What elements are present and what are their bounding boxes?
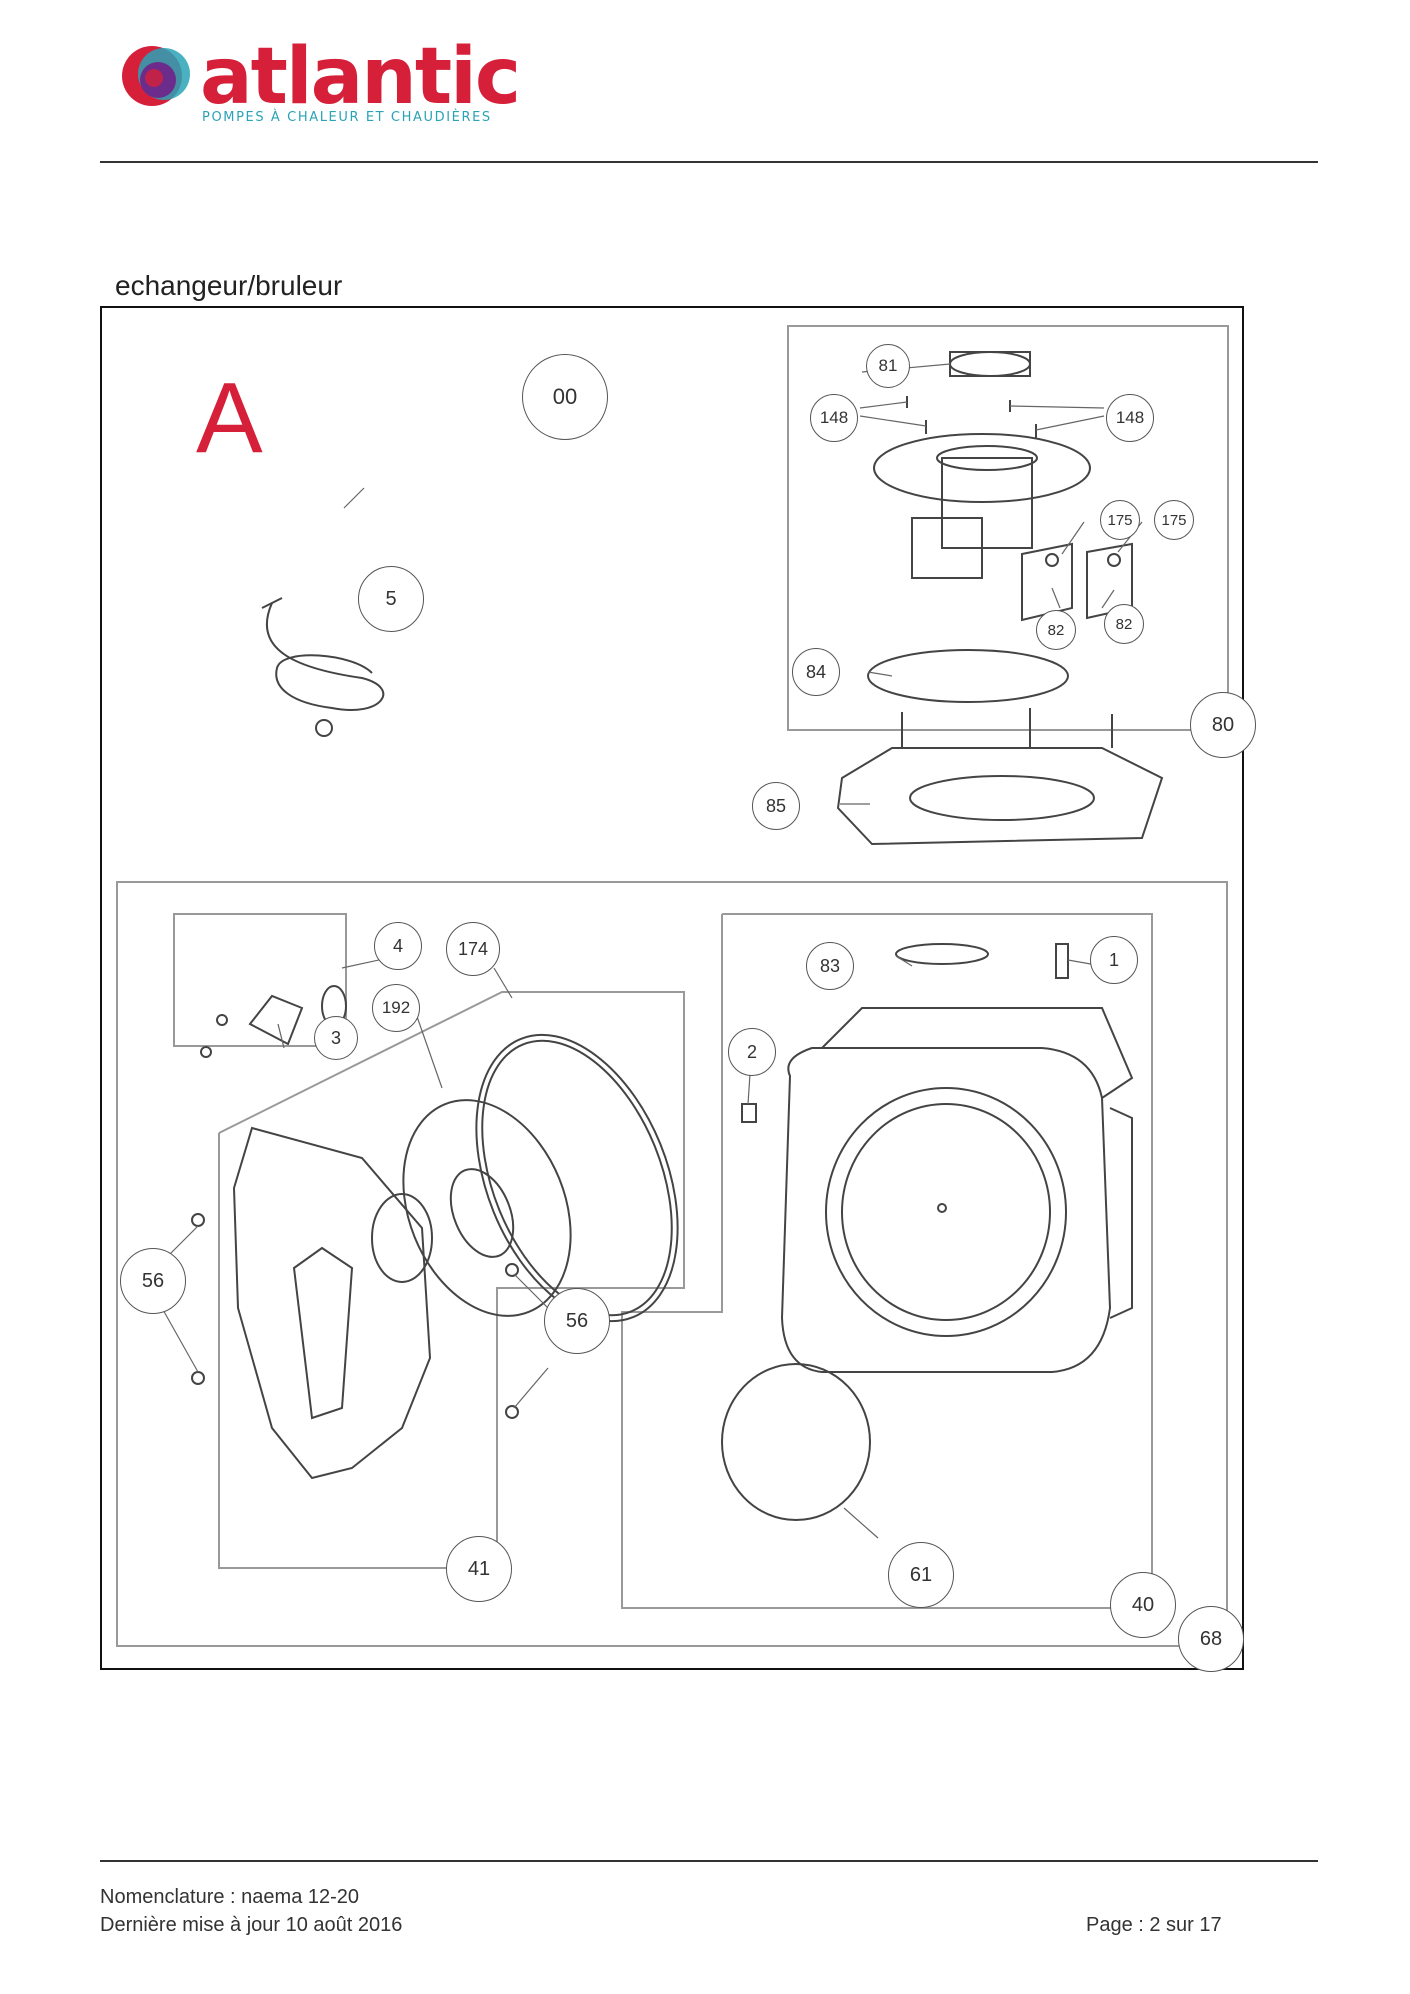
burner-door-subpanel bbox=[218, 991, 685, 1569]
callout-5: 5 bbox=[358, 566, 424, 632]
section-title: echangeur/bruleur bbox=[115, 270, 343, 301]
callout-174: 174 bbox=[446, 922, 500, 976]
exploded-diagram-frame: A 00 5 81 148 148 175 175 82 82 84 80 85… bbox=[100, 306, 1256, 1672]
callout-148-right: 148 bbox=[1106, 394, 1154, 442]
logo-emblem-icon bbox=[122, 46, 190, 106]
exchanger-subpanel bbox=[116, 881, 1228, 1647]
footer-nomenclature: Nomenclature : naema 12-20 bbox=[100, 1886, 360, 1908]
callout-4: 4 bbox=[374, 922, 422, 970]
exploded-parts-drawing bbox=[116, 325, 1229, 1647]
ignition-subpanel bbox=[173, 913, 347, 1047]
view-letter-a: A bbox=[196, 362, 263, 474]
callout-00: 00 bbox=[522, 354, 608, 440]
callout-2: 2 bbox=[728, 1028, 776, 1076]
logo-wordmark: atlantic bbox=[200, 32, 521, 122]
heat-exchanger-subpanel bbox=[621, 913, 1153, 1609]
callout-82-left: 82 bbox=[1036, 610, 1076, 650]
burner-subpanel bbox=[787, 325, 1229, 731]
footer-page-number: Page : 2 sur 17 bbox=[1086, 1914, 1222, 1936]
callout-82-right: 82 bbox=[1104, 604, 1144, 644]
footer-last-updated: Dernière mise à jour 10 août 2016 bbox=[100, 1914, 403, 1936]
callout-80: 80 bbox=[1190, 692, 1256, 758]
callout-85: 85 bbox=[752, 782, 800, 830]
callout-175-right: 175 bbox=[1154, 500, 1194, 540]
callout-192: 192 bbox=[372, 984, 420, 1032]
footer-rule bbox=[100, 1860, 1318, 1862]
callout-1: 1 bbox=[1090, 936, 1138, 984]
callout-148-left: 148 bbox=[810, 394, 858, 442]
callout-56-left: 56 bbox=[120, 1248, 186, 1314]
callout-68: 68 bbox=[1178, 1606, 1244, 1672]
callout-41: 41 bbox=[446, 1536, 512, 1602]
atlantic-logo: atlantic POMPES À CHALEUR ET CHAUDIÈRES bbox=[112, 32, 521, 130]
callout-56-center: 56 bbox=[544, 1288, 610, 1354]
callout-83: 83 bbox=[806, 942, 854, 990]
callout-40: 40 bbox=[1110, 1572, 1176, 1638]
header-rule bbox=[100, 161, 1318, 163]
callout-81: 81 bbox=[866, 344, 910, 388]
callout-175-left: 175 bbox=[1100, 500, 1140, 540]
callout-3: 3 bbox=[314, 1016, 358, 1060]
logo-tagline: POMPES À CHALEUR ET CHAUDIÈRES bbox=[202, 110, 492, 125]
callout-84: 84 bbox=[792, 648, 840, 696]
callout-61: 61 bbox=[888, 1542, 954, 1608]
